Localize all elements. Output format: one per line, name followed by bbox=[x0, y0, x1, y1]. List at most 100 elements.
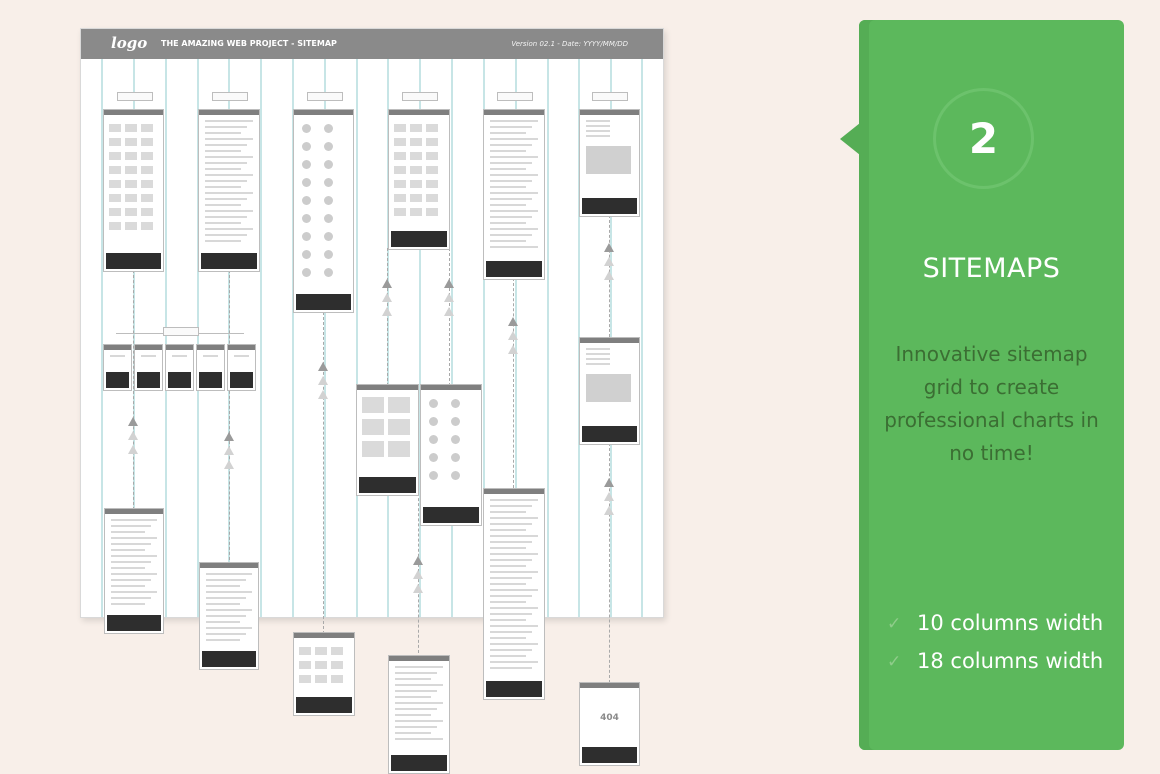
content-icon bbox=[302, 178, 311, 187]
card-pointer bbox=[840, 123, 860, 155]
text-line bbox=[205, 234, 247, 236]
text-line bbox=[490, 132, 526, 134]
text-line bbox=[586, 125, 610, 127]
content-icon bbox=[302, 268, 311, 277]
content-icon bbox=[451, 399, 460, 408]
text-line bbox=[490, 643, 538, 645]
page-footer bbox=[137, 372, 160, 388]
text-line bbox=[205, 186, 241, 188]
text-line bbox=[234, 355, 249, 357]
text-line bbox=[586, 358, 610, 360]
text-line bbox=[206, 591, 252, 593]
page-header-bar bbox=[421, 385, 481, 390]
up-arrow-icon bbox=[318, 362, 328, 371]
section-label bbox=[497, 92, 533, 101]
text-line bbox=[206, 633, 246, 635]
text-line bbox=[395, 672, 437, 674]
grid-line bbox=[165, 59, 167, 617]
content-tile bbox=[394, 166, 406, 174]
content-icon bbox=[324, 196, 333, 205]
text-line bbox=[395, 720, 443, 722]
page-thumbnail bbox=[198, 109, 260, 272]
content-tile bbox=[141, 152, 153, 160]
text-line bbox=[490, 120, 538, 122]
text-line bbox=[395, 708, 437, 710]
content-tile bbox=[362, 441, 384, 457]
content-tile bbox=[388, 419, 410, 435]
up-arrow-icon bbox=[413, 556, 423, 565]
content-tile bbox=[394, 152, 406, 160]
text-line bbox=[490, 583, 526, 585]
page-thumbnail bbox=[104, 508, 164, 634]
content-tile bbox=[388, 441, 410, 457]
text-line bbox=[395, 684, 443, 686]
page-thumbnail bbox=[103, 344, 132, 391]
text-line bbox=[206, 621, 240, 623]
section-label bbox=[163, 327, 199, 336]
text-line bbox=[205, 120, 253, 122]
up-arrow-icon bbox=[508, 317, 518, 326]
text-line bbox=[205, 174, 253, 176]
content-tile bbox=[331, 661, 343, 669]
content-tile bbox=[141, 194, 153, 202]
content-tile bbox=[394, 180, 406, 188]
content-icon bbox=[302, 196, 311, 205]
content-tile bbox=[125, 208, 137, 216]
content-tile bbox=[141, 208, 153, 216]
text-line bbox=[395, 666, 443, 668]
connector-line bbox=[387, 248, 388, 386]
text-line bbox=[490, 667, 532, 669]
section-label bbox=[307, 92, 343, 101]
up-arrow-icon bbox=[128, 445, 138, 454]
content-tile bbox=[141, 124, 153, 132]
text-line bbox=[586, 130, 610, 132]
up-arrow-icon bbox=[382, 293, 392, 302]
content-tile bbox=[125, 222, 137, 230]
text-line bbox=[490, 150, 526, 152]
page-header-bar bbox=[294, 633, 354, 638]
text-line bbox=[490, 228, 538, 230]
board-title: THE AMAZING WEB PROJECT - SITEMAP bbox=[161, 39, 337, 48]
grid-line bbox=[292, 59, 294, 617]
page-thumbnail: 404 bbox=[579, 682, 640, 766]
text-line bbox=[111, 537, 157, 539]
text-line bbox=[490, 198, 532, 200]
text-line bbox=[111, 531, 145, 533]
grid-line bbox=[451, 59, 453, 617]
page-footer bbox=[296, 697, 352, 713]
connector-line bbox=[133, 270, 134, 510]
page-header-bar bbox=[228, 345, 255, 350]
content-icon bbox=[302, 160, 311, 169]
grid-line bbox=[419, 59, 421, 617]
text-line bbox=[490, 535, 538, 537]
text-line bbox=[205, 210, 253, 212]
content-tile bbox=[410, 194, 422, 202]
page-footer bbox=[582, 747, 637, 763]
content-tile bbox=[125, 124, 137, 132]
text-line bbox=[111, 549, 145, 551]
content-tile bbox=[315, 647, 327, 655]
text-line bbox=[490, 499, 538, 501]
text-line bbox=[206, 585, 240, 587]
up-arrow-icon bbox=[413, 570, 423, 579]
text-line bbox=[490, 126, 532, 128]
content-tile bbox=[125, 166, 137, 174]
up-arrow-icon bbox=[604, 243, 614, 252]
text-line bbox=[395, 678, 431, 680]
content-tile bbox=[299, 675, 311, 683]
grid-line bbox=[387, 59, 389, 617]
page-header-bar bbox=[166, 345, 193, 350]
page-thumbnail bbox=[165, 344, 194, 391]
content-icon bbox=[324, 214, 333, 223]
page-thumbnail bbox=[483, 109, 545, 280]
text-line bbox=[395, 732, 431, 734]
content-icon bbox=[429, 471, 438, 480]
content-tile bbox=[141, 180, 153, 188]
page-footer bbox=[168, 372, 191, 388]
grid-line bbox=[547, 59, 549, 617]
up-arrow-icon bbox=[224, 432, 234, 441]
grid-line bbox=[641, 59, 643, 617]
page-thumbnail bbox=[579, 337, 640, 445]
world-map bbox=[586, 374, 631, 402]
page-header-bar bbox=[484, 489, 544, 494]
